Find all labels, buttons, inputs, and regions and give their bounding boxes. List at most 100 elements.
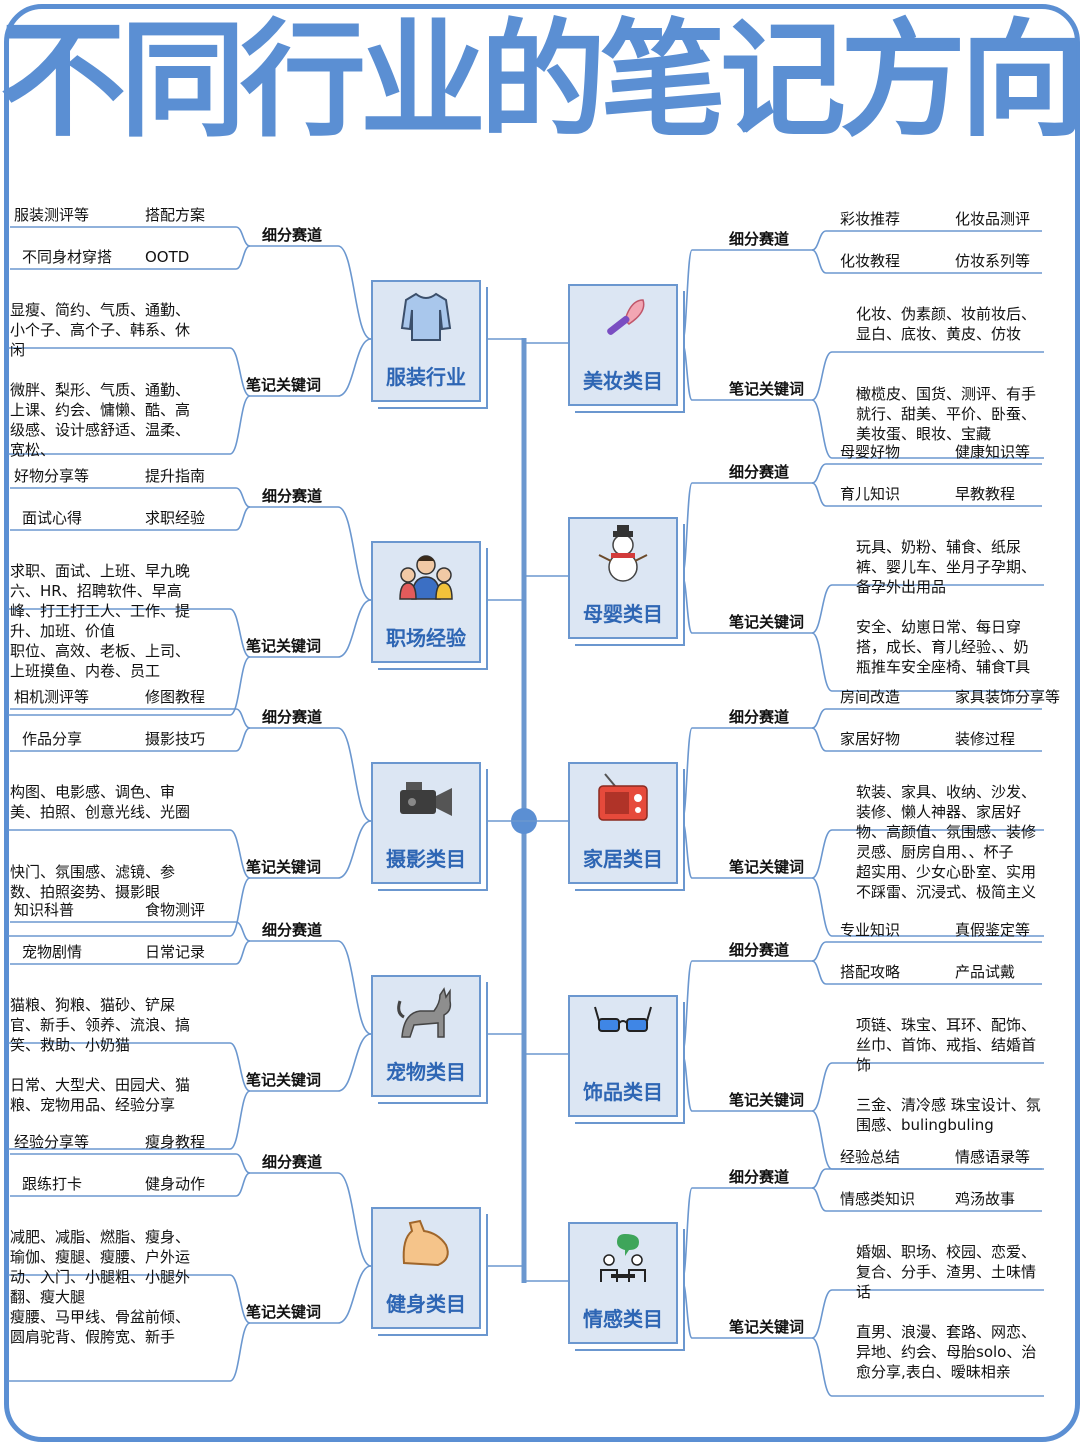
track-item: 化妆教程 — [840, 252, 901, 270]
track-item: 情感类知识 — [840, 1190, 916, 1208]
category-node-snowman: 母婴类目 — [568, 517, 678, 639]
track-item: 食物测评 — [145, 901, 206, 919]
keywords-branch — [681, 575, 812, 634]
track-item: 健康知识等 — [955, 443, 1031, 461]
track-leaf-line — [811, 463, 1042, 484]
keywords-label: 笔记关键词 — [729, 380, 805, 398]
camera-icon — [373, 770, 479, 832]
track-leaf-line — [10, 727, 251, 752]
keyword-leaf-line — [811, 1337, 1044, 1397]
track-item: 不同身材穿搭 — [22, 248, 113, 266]
track-leaf-line — [811, 960, 1042, 985]
keyword-block: 软装、家具、收纳、沙发、装修、懒人神器、家居好物、高颜值、氛围感、装修灵感、厨房… — [856, 783, 1037, 861]
track-item: 服装测评等 — [14, 206, 90, 224]
track-leaf-line — [811, 1168, 1042, 1189]
track-item: 真假鉴定等 — [955, 921, 1031, 939]
track-label: 细分赛道 — [729, 1168, 790, 1186]
track-branch — [681, 1187, 812, 1282]
keyword-block: 安全、幼崽日常、每日穿搭，成长、育儿经验、、奶瓶推车安全座椅、辅食T具 — [856, 618, 1031, 676]
track-item: 相机测评等 — [14, 688, 90, 706]
keywords-label: 笔记关键词 — [729, 858, 805, 876]
keyword-leaf-line — [811, 1289, 1044, 1339]
category-name: 美妆类目 — [583, 369, 663, 393]
keyword-block: 婚姻、职场、校园、恋爱、复合、分手、渣男、土味情话 — [856, 1243, 1037, 1301]
category-name: 家居类目 — [583, 847, 663, 871]
keyword-block: 减肥、减脂、燃脂、瘦身、瑜伽、瘦腿、瘦腰、户外运动、入门、小腿粗、小腿外翻、瘦大… — [10, 1228, 191, 1306]
keywords-branch — [250, 1033, 372, 1092]
track-leaf-line — [10, 921, 251, 942]
category-name: 母婴类目 — [583, 602, 663, 626]
track-branch — [250, 940, 372, 1035]
category-name: 职场经验 — [386, 626, 466, 650]
page-title: 不同行业的笔记方向 — [0, 7, 1080, 154]
keyword-block: 快门、氛围感、滤镜、参数、拍照姿势、摄影眼 — [10, 863, 176, 901]
track-item: 家居好物 — [840, 730, 901, 748]
track-item: 经验分享等 — [14, 1133, 90, 1151]
category-name: 情感类目 — [583, 1307, 663, 1331]
keyword-block: 超实用、少女心卧室、实用不踩雷、沉浸式、极简主义 — [856, 863, 1037, 901]
track-leaf-line — [10, 1153, 251, 1174]
track-branch — [681, 249, 812, 344]
track-item: 彩妆推荐 — [840, 210, 901, 228]
track-item: 产品试戴 — [955, 963, 1016, 981]
track-label: 细分赛道 — [262, 1153, 323, 1171]
keywords-branch — [250, 599, 372, 658]
category-name: 摄影类目 — [386, 847, 466, 871]
track-item: 装修过程 — [955, 730, 1016, 748]
keyword-leaf-line — [811, 584, 1044, 634]
keyword-block: 日常、大型犬、田园犬、猫粮、宠物用品、经验分享 — [10, 1076, 191, 1114]
track-item: 经验总结 — [840, 1148, 901, 1166]
keyword-block: 微胖、梨形、气质、通勤、上课、约会、慵懒、酷、高级感、设计感舒适、温柔、宽松、 — [10, 381, 191, 459]
track-leaf-line — [10, 708, 251, 729]
keyword-block: 瘦腰、马甲线、骨盆前倾、圆肩驼背、假胯宽、新手 — [10, 1308, 191, 1346]
track-item: 专业知识 — [840, 921, 901, 939]
track-leaf-line — [10, 1172, 251, 1197]
track-branch — [250, 245, 372, 340]
track-item: 化妆品测评 — [955, 210, 1031, 228]
track-item: 母婴好物 — [840, 443, 901, 461]
track-label: 细分赛道 — [729, 941, 790, 959]
keyword-block: 橄榄皮、国货、测评、有手就行、甜美、平价、卧蚕、美妆蛋、眼妆、宝藏 — [856, 385, 1037, 443]
track-item: 作品分享 — [22, 730, 83, 748]
keywords-label: 笔记关键词 — [246, 1303, 322, 1321]
track-leaf-line — [10, 506, 251, 531]
category-node-radio: 家居类目 — [568, 762, 678, 884]
track-item: 面试心得 — [22, 509, 83, 527]
category-name: 饰品类目 — [583, 1080, 663, 1104]
category-node-muscle: 健身类目 — [371, 1207, 481, 1329]
track-label: 细分赛道 — [262, 226, 323, 244]
keyword-leaf-line — [811, 1062, 1044, 1112]
keyword-block: 化妆、伪素颜、妆前妆后、显白、底妆、黄皮、仿妆 — [856, 305, 1037, 343]
track-branch — [681, 482, 812, 577]
track-leaf-line — [811, 482, 1042, 507]
keywords-label: 笔记关键词 — [246, 376, 322, 394]
track-leaf-line — [811, 727, 1042, 752]
people-icon — [373, 549, 479, 611]
keyword-leaf-line — [811, 351, 1044, 401]
track-item: 瘦身教程 — [145, 1133, 206, 1151]
track-branch — [250, 506, 372, 601]
muscle-icon — [373, 1215, 479, 1277]
track-item: OOTD — [145, 248, 190, 266]
track-leaf-line — [10, 940, 251, 965]
track-item: 家具装饰分享等 — [955, 688, 1061, 706]
keyword-leaf-line — [8, 608, 251, 658]
category-name: 宠物类目 — [386, 1060, 466, 1084]
track-item: 仿妆系列等 — [955, 252, 1031, 270]
keywords-label: 笔记关键词 — [246, 1071, 322, 1089]
keyword-block: 直男、浪漫、套路、网恋、异地、约会、母胎solo、治愈分享,表白、暧昧相亲 — [856, 1323, 1037, 1381]
keyword-leaf-line — [8, 347, 251, 397]
keyword-leaf-line — [8, 395, 251, 455]
track-item: 摄影技巧 — [145, 730, 206, 748]
keyword-leaf-line — [811, 632, 1044, 692]
keyword-leaf-line — [8, 1042, 251, 1092]
track-label: 细分赛道 — [729, 463, 790, 481]
track-item: 健身动作 — [145, 1175, 206, 1193]
keyword-leaf-line — [811, 829, 1044, 879]
keywords-label: 笔记关键词 — [729, 1091, 805, 1109]
category-node-chat: 情感类目 — [568, 1222, 678, 1344]
keywords-branch — [681, 1280, 812, 1339]
keyword-block: 构图、电影感、调色、审美、拍照、创意光线、光圈 — [10, 783, 191, 821]
keyword-block: 三金、清冷感 珠宝设计、氛围感、bulingbuling — [856, 1096, 1041, 1134]
